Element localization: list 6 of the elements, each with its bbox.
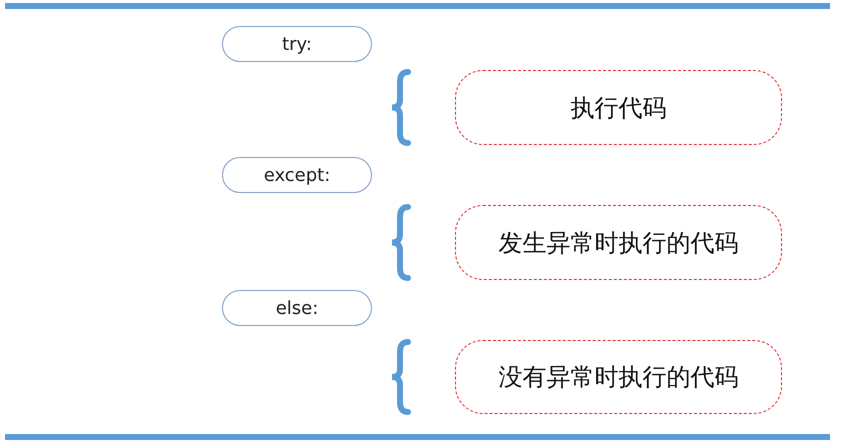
code-block-box: 执行代码 [455,70,782,145]
keyword-box: else: [222,290,372,326]
code-block-box: 没有异常时执行的代码 [455,340,782,414]
keyword-box: except: [222,157,372,193]
keyword-box: try: [222,26,372,62]
code-block-box: 发生异常时执行的代码 [455,205,782,280]
